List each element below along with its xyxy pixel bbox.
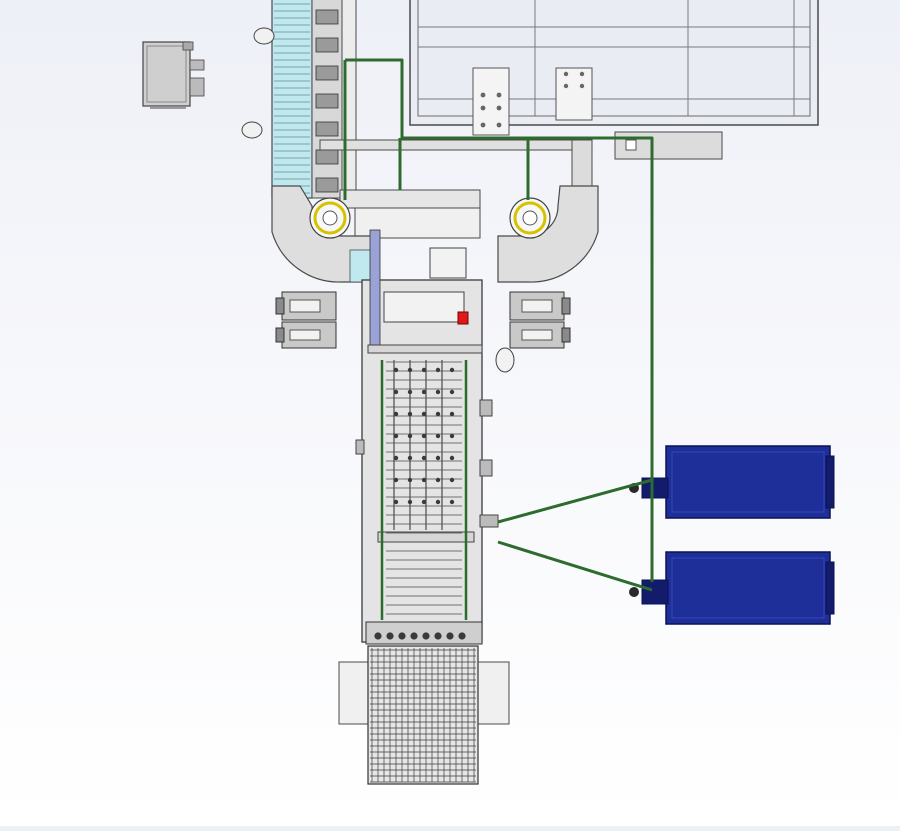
right-spiral-drum: [497, 185, 599, 283]
lower-blue-tank: [629, 551, 835, 625]
main-conveyor: [355, 229, 499, 645]
left-motor-units: [275, 291, 337, 349]
upper-blue-tank: [629, 445, 835, 519]
left-vertical-conveyor: [241, 0, 357, 199]
outfeed-grid-conveyor: [338, 645, 510, 785]
green-piping: [343, 58, 654, 592]
control-box: [142, 41, 205, 109]
enclosure-panel: [409, 0, 819, 136]
right-motor-units: [495, 291, 571, 373]
